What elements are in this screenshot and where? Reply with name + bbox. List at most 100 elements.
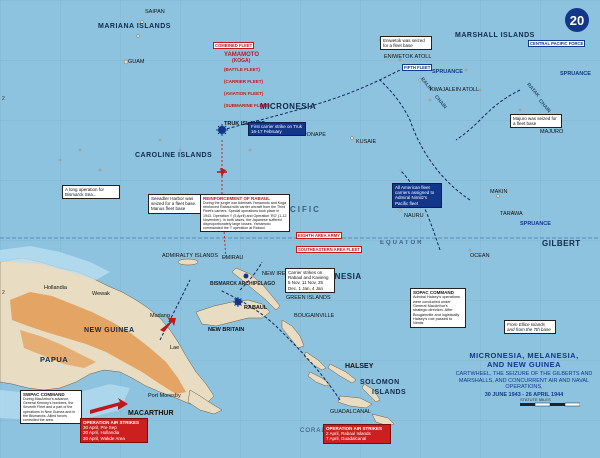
- malaita-island: [361, 383, 381, 403]
- region-micronesia: MICRONESIA: [260, 102, 317, 111]
- note-sopac-header: SOPAC COMMAND: [413, 290, 454, 295]
- note-eniwetok: Eniwetok was seized for a fleet base: [380, 36, 432, 51]
- place-emirau: EMIRAU: [222, 255, 244, 261]
- op-air-strikes-1-item-2: 30 April, Hollandia: [83, 430, 120, 436]
- new-guinea-highlands: [10, 292, 186, 394]
- op-air-strikes-1: OPERATION AIR STRIKES 30 April, Pre Sep …: [80, 418, 148, 443]
- region-mariana: MARIANA ISLANDS: [98, 23, 171, 30]
- rabaul-strike-marker: [233, 297, 243, 307]
- note-swpac-body: During MacArthur's advance, General Kenn…: [23, 397, 76, 422]
- place-saipan: SAIPAN: [145, 9, 165, 15]
- place-eniwetok: ENIWETOK ATOLL: [384, 54, 432, 60]
- jap-commander-2: (KOGA): [232, 58, 251, 64]
- region-solomon-islands: ISLANDS: [372, 389, 407, 396]
- place-truk: TRUK ISLANDS: [224, 121, 265, 127]
- region-caroline: CAROLINE ISLANDS: [135, 152, 213, 159]
- note-reinforcement-header: REINFORCEMENT OF RABAUL: [203, 196, 270, 201]
- place-halsey: HALSEY: [345, 363, 374, 370]
- op-air-strikes-2: OPERATION AIR STRIKES 2 April, Rabaul Is…: [323, 424, 391, 444]
- op-air-strikes-1-item-3: 30 April, Wakde Area: [83, 435, 125, 441]
- title-line-1: MICRONESIA, MELANESIA,: [469, 351, 579, 360]
- note-sopac: SOPAC COMMAND Admiral Halsey's operation…: [410, 288, 466, 328]
- new-georgia-island: [307, 371, 331, 387]
- bougainville-island: [281, 319, 305, 349]
- op-air-strikes-1-item-1: 30 April, Pre Sep: [83, 425, 117, 431]
- op-air-strikes-2-item-1: 2 April, Rabaul Islands: [326, 431, 371, 437]
- jap-fleet-item-1: (BATTLE FLEET): [224, 67, 260, 72]
- aircraft-symbol: [217, 168, 227, 176]
- scale-bar: STATUTE MILES: [520, 397, 581, 409]
- title-block: MICRONESIA, MELANESIA, AND NEW GUINEA CA…: [455, 351, 593, 399]
- place-ocean: OCEAN: [470, 253, 490, 259]
- note-sopac-body: Admiral Halsey's operations were conduct…: [413, 295, 460, 326]
- note-swpac: SWPAC COMMAND During MacArthur's advance…: [20, 390, 82, 424]
- place-tarawa: TARAWA: [500, 211, 523, 217]
- note-carrier-strikes: Carrier strikes on Rabaul and Kavieng 5 …: [285, 268, 335, 293]
- place-rabaul: RABAUL: [244, 305, 268, 311]
- route-lines: [159, 69, 521, 401]
- region-gilbert: GILBERT: [542, 239, 581, 248]
- place-ponape: PONAPE: [303, 132, 326, 138]
- place-makin: MAKIN: [490, 189, 508, 195]
- region-coral-sea: CORAL SEA: [300, 428, 344, 434]
- new-ireland-island: [231, 267, 281, 311]
- place-admiralty: ADMIRALTY ISLANDS: [162, 253, 219, 259]
- region-solomon: SOLOMON: [360, 379, 400, 386]
- region-pacific: CIFIC: [290, 205, 321, 214]
- truk-strike-marker: [216, 124, 228, 136]
- jap-fleet-item-4: (SUBMARINE FLEET): [224, 103, 270, 108]
- region-melanesia: MELANESIA: [310, 272, 362, 281]
- lat-label-bottom: 2: [2, 290, 5, 296]
- equator-label: EQUATOR: [380, 240, 424, 246]
- note-reinforcement: REINFORCEMENT OF RABAUL During the jungl…: [200, 194, 290, 233]
- place-hollandia: Hollandia: [44, 285, 67, 291]
- shallow-shelf: [0, 246, 110, 280]
- place-lae: Lae: [170, 345, 180, 351]
- central-pacific-symbol: CENTRAL PACIFIC FORCE: [528, 40, 586, 47]
- place-guadalcanal: GUADALCANAL: [330, 409, 371, 415]
- map-number-badge: 20: [565, 8, 589, 32]
- jap-fleet-item-2: (CARRIER FLEET): [224, 79, 263, 84]
- place-kwajalein: KWAJALEIN ATOLL: [430, 87, 480, 93]
- place-madang: Madang: [150, 313, 170, 319]
- papua-tail: [187, 389, 223, 415]
- place-majuro: MAJURO: [540, 129, 564, 135]
- san-cristobal-island: [371, 413, 395, 427]
- region-bismarck: BISMARCK ARCHIPELAGO: [210, 281, 276, 287]
- place-wewak: Wewak: [92, 291, 110, 297]
- scale-label: STATUTE MILES: [520, 397, 551, 402]
- place-bougainville: BOUGAINVILLE: [294, 313, 335, 319]
- title-line-2: AND NEW GUINEA: [486, 359, 562, 369]
- title-dates: 30 JUNE 1943 - 26 APRIL 1944: [484, 392, 564, 399]
- op-air-strikes-1-header: OPERATION AIR STRIKES: [83, 420, 140, 425]
- santa-isabel-island: [327, 363, 357, 384]
- lat-label-top: 2: [2, 96, 5, 102]
- note-swpac-header: SWPAC COMMAND: [23, 392, 65, 397]
- note-majuro: Majuro was seized for a fleet base: [510, 114, 562, 129]
- spruance-label-2: SPRUANCE: [560, 71, 591, 77]
- note-reinforcement-body: During the jungle war Admirals Yamamoto …: [203, 201, 287, 230]
- note-eighth-area: EIGHTH AREA ARMY: [296, 232, 342, 239]
- spruance-label-1: SPRUANCE: [432, 69, 463, 75]
- place-new-ireland: NEW IRELAND: [262, 271, 301, 277]
- admiralty-island: [177, 258, 199, 266]
- note-long-op: A long operation for Bismarck Sea...: [62, 185, 120, 200]
- jap-commander: YAMAMOTO: [224, 52, 260, 58]
- title-subtitle: CARTWHEEL, THE SEIZURE OF THE GILBERTS A…: [455, 371, 593, 390]
- new-britain-island: [195, 299, 271, 327]
- region-new-guinea: NEW GUINEA: [84, 327, 135, 334]
- spruance-label-3: SPRUANCE: [520, 221, 551, 227]
- place-green-islands: GREEN ISLANDS: [286, 295, 331, 301]
- note-central-pacific-forces: All American fleet carriers assigned to …: [392, 183, 442, 208]
- guadalcanal-island: [337, 395, 373, 409]
- region-papua: PAPUA: [40, 355, 69, 364]
- place-guam: GUAM: [128, 59, 145, 65]
- new-guinea-highlands-2: [20, 330, 96, 368]
- op-air-strikes-2-item-2: 7 April, Guadalcanal: [326, 436, 367, 442]
- note-truk-raid: First carrier strike on Truk 16-17 Febru…: [248, 122, 306, 137]
- place-kusaie: KUSAIE: [356, 139, 377, 145]
- region-marshall: MARSHALL ISLANDS: [455, 32, 535, 39]
- jap-fleet-item-3: (AVIATION FLEET): [224, 91, 264, 96]
- note-southeastern: SOUTHEASTERN AREA FLEET: [296, 246, 362, 253]
